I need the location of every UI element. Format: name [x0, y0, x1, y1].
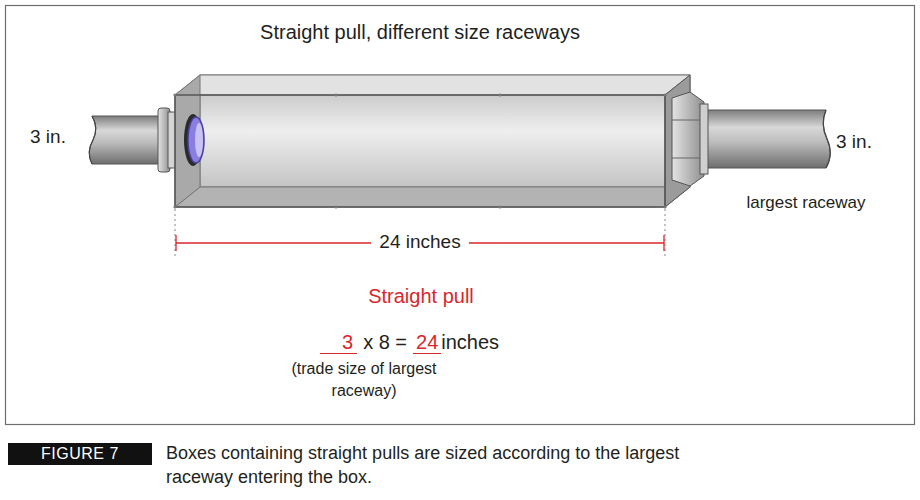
right-conduit [672, 92, 830, 186]
calc-heading: Straight pull [368, 284, 474, 308]
figure-caption: Boxes containing straight pulls are size… [166, 441, 686, 489]
figure-number: FIGURE 7 [22, 444, 138, 464]
raceway-note: largest raceway [746, 193, 865, 213]
formula-row: 3 x 8 = 24inches [320, 330, 499, 354]
figure-frame [6, 6, 915, 425]
conduit-size: 3 in. [836, 131, 872, 154]
figure-title: Straight pull, different size raceways [260, 20, 580, 44]
figure-number-box: FIGURE 7 [8, 443, 152, 465]
pull-box [173, 75, 690, 209]
left-conduit [89, 108, 176, 172]
calc-note: (trade size of largest raceway) [289, 358, 439, 402]
calc-value: 3 [320, 332, 357, 354]
conduit-size: 3 in. [30, 126, 66, 149]
calc-unit: inches [441, 330, 499, 354]
calc-operator: x 8 = [363, 330, 407, 354]
calc-result: 24 [413, 332, 441, 354]
dimension-label: 24 inches [371, 231, 468, 254]
dimension-line [175, 209, 665, 256]
